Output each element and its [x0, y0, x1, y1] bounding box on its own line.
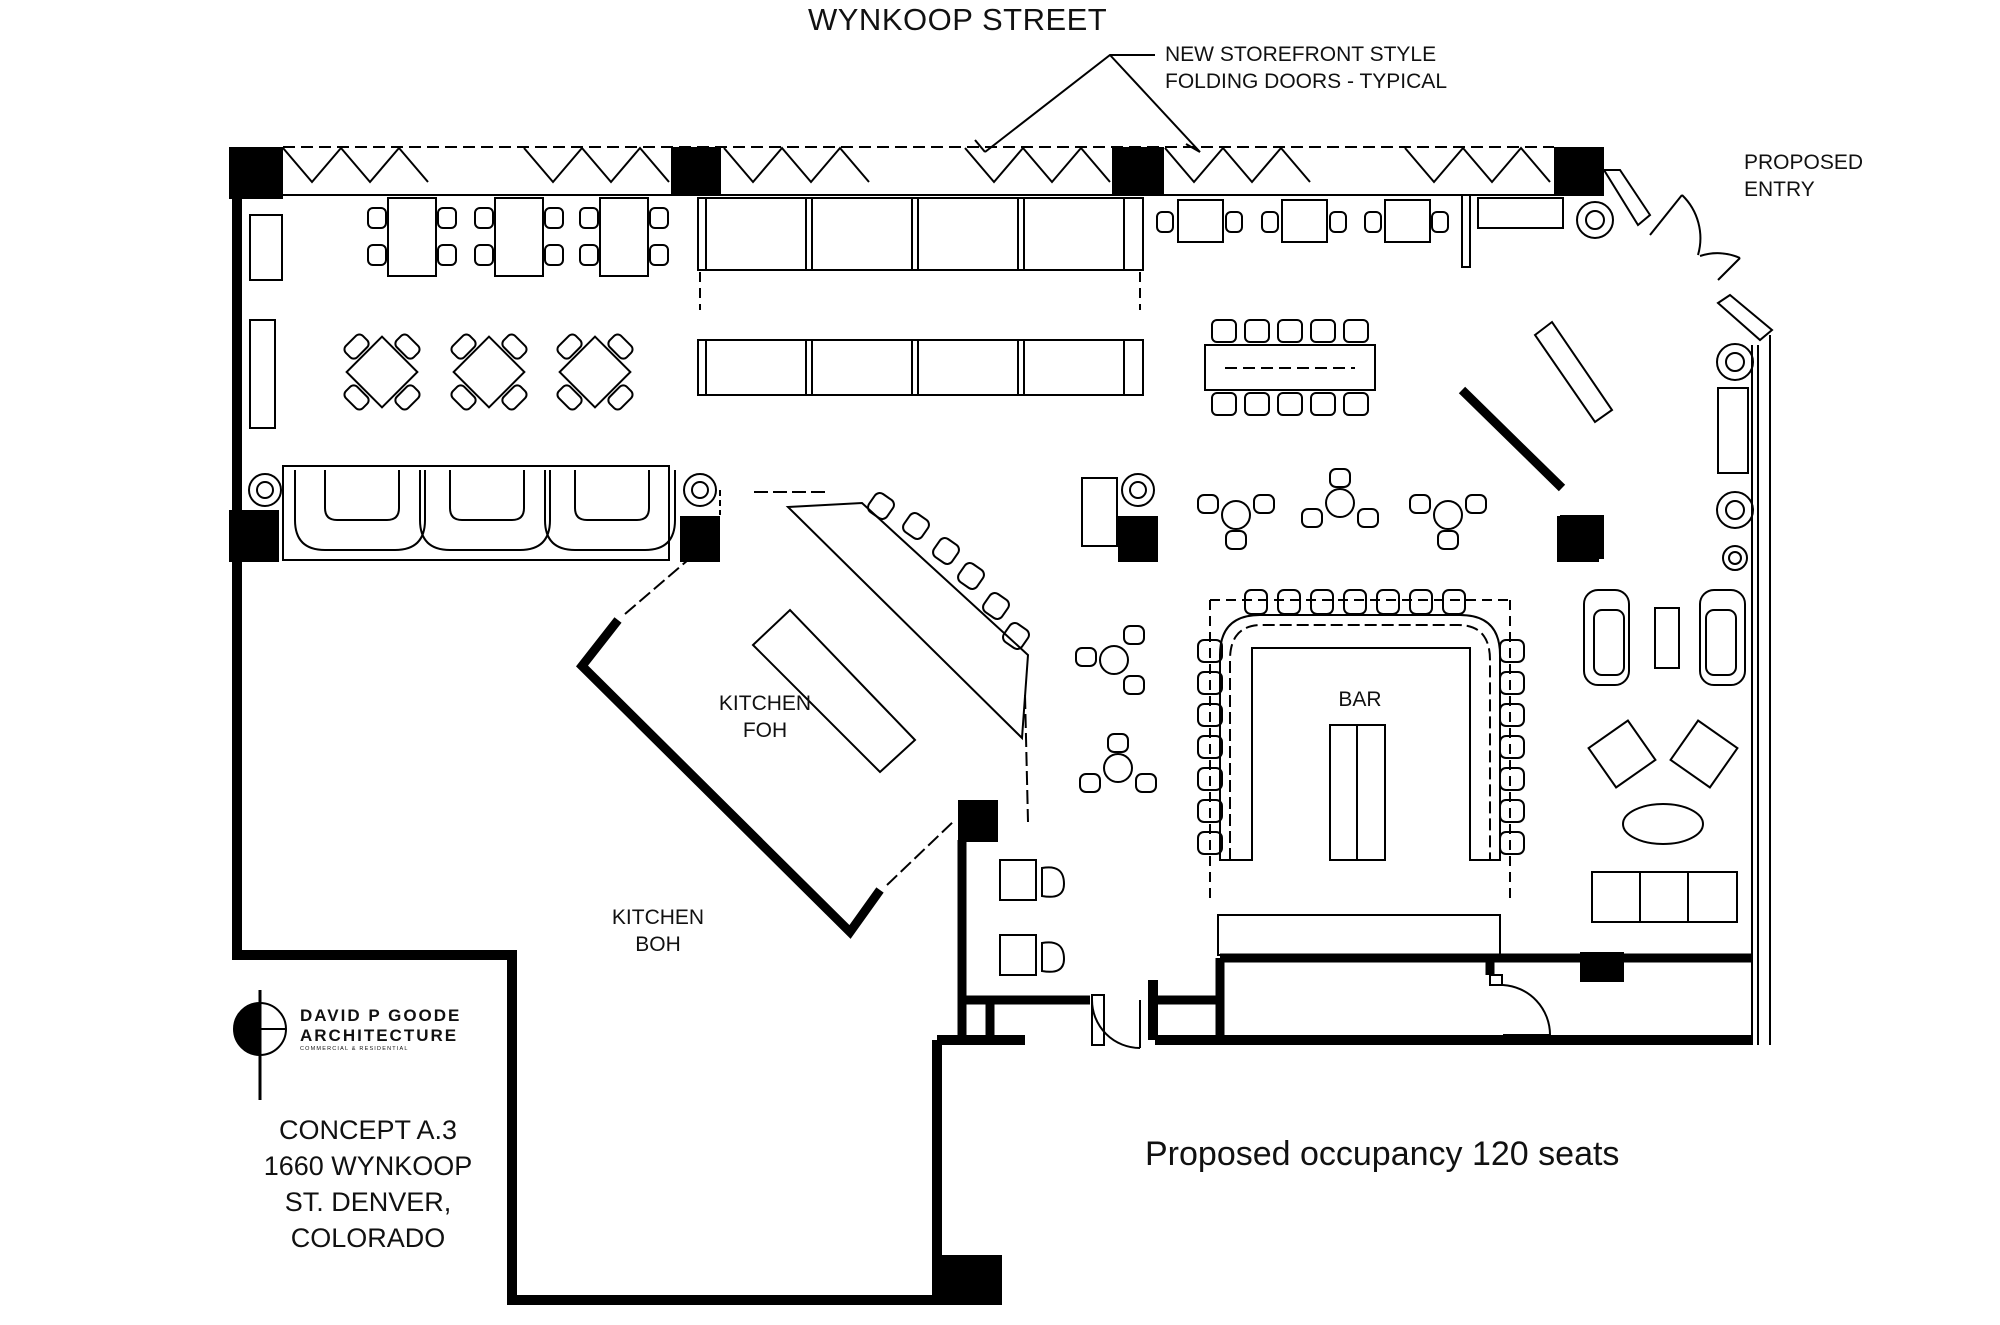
table-group-north-east [1156, 194, 1564, 268]
storefront-glazing [282, 146, 1604, 196]
kitchen-boh-label: KITCHEN BOH [603, 904, 713, 958]
firm-name-line-1: DAVID P GOODE [300, 1006, 462, 1025]
concept-block: CONCEPT A.3 1660 WYNKOOP ST. DENVER, COL… [248, 1112, 488, 1256]
wall-shelves [249, 214, 283, 429]
lounge-furniture [1583, 387, 1749, 923]
concept-line-2: 1660 WYNKOOP [263, 1151, 473, 1181]
entry-wall [1602, 169, 1774, 1045]
entry-label-line-2: ENTRY [1744, 178, 1815, 201]
communal-table [1204, 319, 1376, 416]
host-stand [1081, 477, 1118, 547]
firm-logo-icon [233, 990, 287, 1100]
door-note-leaders [974, 54, 1201, 153]
door-note-line-1: NEW STOREFRONT STYLE [1165, 43, 1437, 66]
exterior-walls [232, 147, 1752, 1305]
curved-banquettes [282, 465, 721, 561]
entry-label-line-1: PROPOSED [1744, 151, 1864, 174]
service-doors [1091, 974, 1552, 1049]
concept-line-1: CONCEPT A.3 [278, 1115, 458, 1145]
structural-columns [229, 147, 1624, 1305]
plants [248, 201, 1754, 571]
bar-label: BAR [1338, 688, 1382, 711]
angled-fixtures [1458, 320, 1614, 492]
table-group-north [367, 197, 669, 277]
diamond-tables [343, 333, 634, 411]
kitchen-foh-wall [575, 617, 884, 939]
side-booths [999, 859, 1066, 976]
kitchen-foh-label: KITCHEN FOH [710, 690, 820, 744]
kitchen-openings [624, 491, 1029, 886]
firm-tagline: COMMERCIAL & RESIDENTIAL [300, 1046, 409, 1052]
booth-rows [697, 197, 1144, 396]
kitchen-boh-line-2: BOH [635, 933, 681, 956]
kitchen-boh-line-1: KITCHEN [611, 906, 705, 929]
firm-name: DAVID P GOODE ARCHITECTURE COMMERCIAL & … [300, 1006, 461, 1052]
kitchen-counter [751, 501, 1030, 774]
column-ne [1560, 515, 1604, 559]
bar-stools [1197, 589, 1525, 855]
three-seat-tables [1075, 468, 1487, 793]
occupancy-label: Proposed occupancy 120 seats [1145, 1135, 1620, 1173]
firm-name-line-2: ARCHITECTURE [300, 1026, 459, 1045]
service-walls [957, 840, 1752, 1045]
concept-line-4: COLORADO [290, 1223, 446, 1253]
door-note-line-2: FOLDING DOORS - TYPICAL [1165, 70, 1447, 93]
kitchen-foh-line-1: KITCHEN [718, 692, 812, 715]
bar-counter [1209, 599, 1511, 956]
street-label: WYNKOOP STREET [808, 2, 1108, 37]
concept-line-3: ST. DENVER, [284, 1187, 452, 1217]
counter-stools [867, 492, 1030, 650]
kitchen-foh-line-2: FOH [742, 719, 788, 742]
